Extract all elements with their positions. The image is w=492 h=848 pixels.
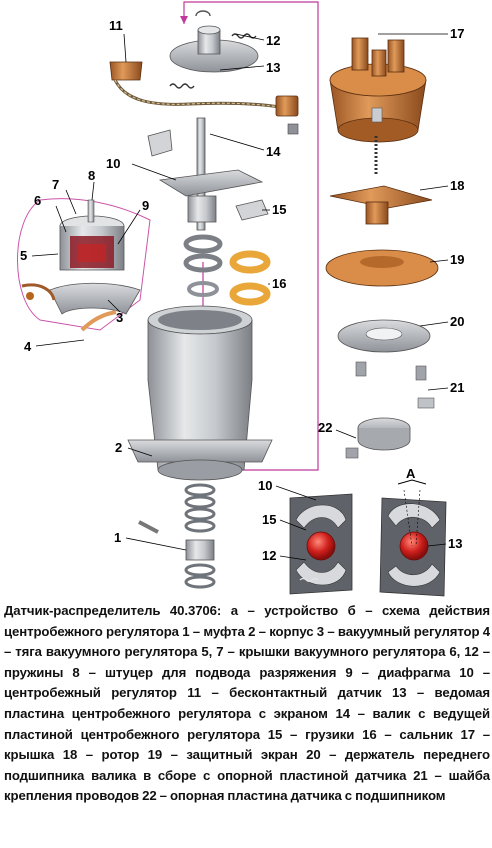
diagram-label-10: 10	[258, 478, 272, 493]
label-1: 1	[114, 530, 121, 545]
label-16: 16	[272, 276, 286, 291]
shaft-and-centrifugal-regulator	[147, 117, 269, 231]
diagram-label-12: 12	[262, 548, 276, 563]
rotor	[329, 185, 433, 225]
oil-seal	[229, 250, 271, 306]
bearing-holder-plate	[337, 319, 435, 409]
diagram-label-13: 13	[448, 536, 462, 551]
label-15: 15	[272, 202, 286, 217]
label-2: 2	[115, 440, 122, 455]
sensor-support-plate	[345, 417, 411, 459]
exploded-view-diagram: 11 12 13 14 10 15 16 17 18 19 20 21 22 8…	[17, 1, 464, 597]
label-6: 6	[34, 193, 41, 208]
label-19: 19	[450, 252, 464, 267]
lower-spring-and-coupling	[138, 483, 216, 589]
centrifugal-action-diagram	[289, 479, 447, 597]
label-22: 22	[318, 420, 332, 435]
label-17: 17	[450, 26, 464, 41]
vacuum-regulator-inset	[17, 198, 151, 332]
distributor-cap	[329, 37, 427, 176]
label-9: 9	[142, 198, 149, 213]
label-11: 11	[109, 18, 123, 33]
hall-sensor-assembly	[109, 61, 299, 135]
label-18: 18	[450, 178, 464, 193]
diagram-label-15: 15	[262, 512, 276, 527]
figure-caption: Датчик-распределитель 40.3706: а – устро…	[4, 603, 490, 804]
label-8: 8	[88, 168, 95, 183]
washers-stack	[183, 234, 223, 297]
label-5: 5	[20, 248, 27, 263]
label-13: 13	[266, 60, 280, 75]
protective-screen	[325, 249, 439, 287]
label-3: 3	[116, 310, 123, 325]
angle-label-a: A	[406, 466, 416, 481]
distributor-housing	[127, 305, 273, 481]
label-4: 4	[24, 339, 32, 354]
centrifugal-plate-assembly	[169, 10, 259, 89]
label-7: 7	[52, 177, 59, 192]
label-10: 10	[106, 156, 120, 171]
label-12: 12	[266, 33, 280, 48]
label-20: 20	[450, 314, 464, 329]
leader-lines	[31, 33, 449, 561]
label-14: 14	[266, 144, 281, 159]
label-21: 21	[450, 380, 464, 395]
